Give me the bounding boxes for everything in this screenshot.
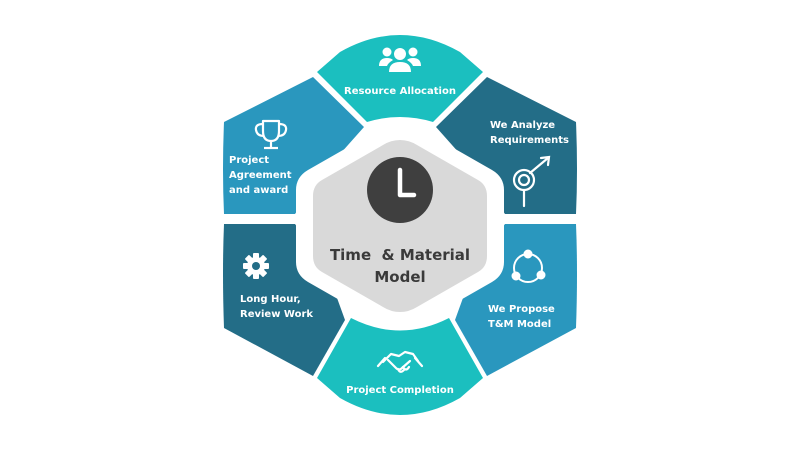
center-title-line2: Model	[374, 268, 426, 286]
label-resource-allocation: Resource Allocation	[344, 86, 456, 97]
label-project-completion: Project Completion	[346, 385, 454, 396]
handshake-icon	[376, 350, 424, 373]
label-propose-model: We Propose T&M Model	[488, 304, 555, 330]
center-title-line1: Time & Material	[329, 246, 471, 264]
label-project-agreement: Project Agreement and award	[229, 155, 292, 196]
cycle-icon	[511, 249, 546, 283]
segment-project-agreement	[223, 77, 364, 214]
magnifier-growth-icon	[512, 155, 551, 208]
trophy-icon	[254, 119, 288, 150]
clock-icon	[367, 157, 433, 223]
label-analyze-requirements: We Analyze Requirements	[490, 120, 569, 146]
segment-resource-allocation	[317, 35, 483, 122]
center-title: Time & Material Model	[310, 244, 490, 288]
segment-project-completion	[317, 318, 483, 415]
label-long-hour-review: Long Hour, Review Work	[240, 294, 314, 320]
gear-icon	[243, 253, 269, 279]
segment-analyze-requirements	[436, 77, 577, 214]
team-icon	[379, 47, 421, 72]
center-hexagon	[313, 140, 487, 312]
